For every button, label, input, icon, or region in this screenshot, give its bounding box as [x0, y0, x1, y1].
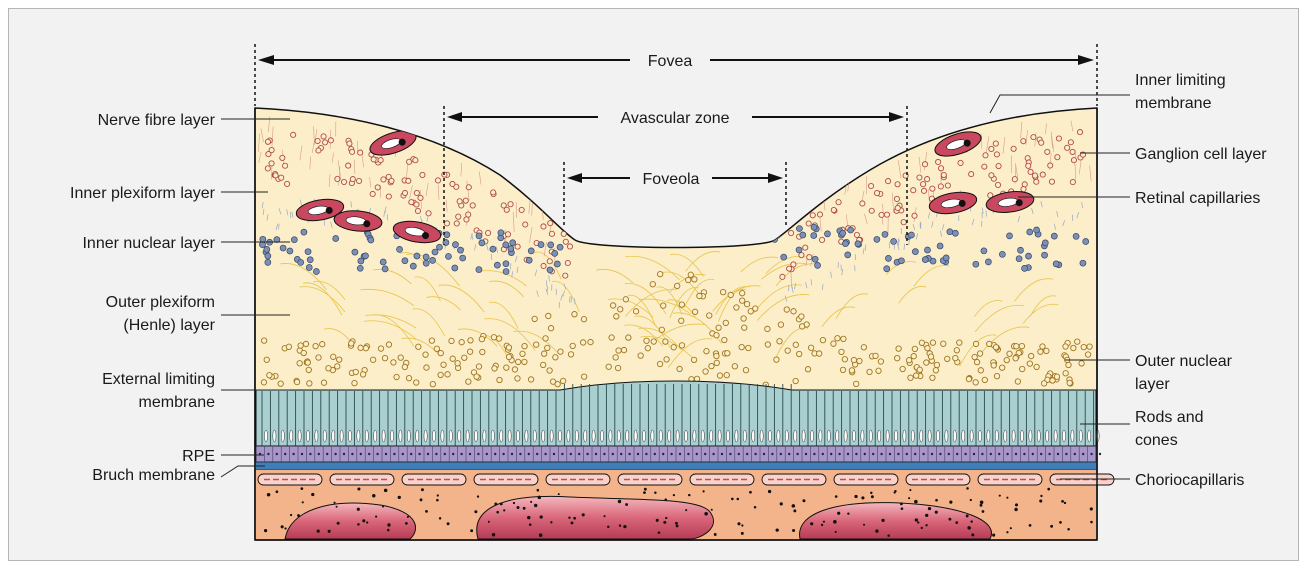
rpe-layer: [256, 446, 1101, 462]
external-limiting-membrane-label-1: External limiting: [102, 371, 215, 388]
inner-limiting-membrane-label-2: membrane: [1135, 95, 1212, 112]
foveola-marker: Foveola: [564, 162, 786, 225]
rods-and-cones-layer: [256, 381, 1099, 446]
inner-limiting-membrane-label-1: Inner limiting: [1135, 72, 1226, 89]
rods-and-cones-label-1: Rods and: [1135, 409, 1204, 426]
bruch-membrane-label: Bruch membrane: [92, 467, 215, 484]
inner-nuclear-layer-label: Inner nuclear layer: [82, 235, 215, 252]
choriocapillaris-label: Choriocapillaris: [1135, 472, 1244, 489]
outer-plexiform-layer-label-2: (Henle) layer: [123, 317, 215, 334]
retinal-capillaries-label: Retinal capillaries: [1135, 190, 1260, 207]
fovea-marker: Fovea: [255, 44, 1097, 106]
ganglion-cell-layer-label: Ganglion cell layer: [1135, 146, 1267, 163]
choroid-layer: [256, 470, 1114, 539]
nerve-fibre-layer-label: Nerve fibre layer: [98, 112, 216, 129]
rpe-label: RPE: [182, 448, 215, 465]
external-limiting-membrane-label-2: membrane: [139, 394, 216, 411]
rods-and-cones-label-2: cones: [1135, 432, 1178, 449]
avascular-zone-label: Avascular zone: [620, 110, 729, 127]
bruch-membrane: [255, 462, 1097, 470]
fovea-label: Fovea: [648, 53, 693, 70]
outer-nuclear-layer-label-1: Outer nuclear: [1135, 353, 1233, 370]
foveola-label: Foveola: [643, 171, 700, 188]
outer-nuclear-layer-label-2: layer: [1135, 376, 1170, 393]
inner-plexiform-layer-label: Inner plexiform layer: [70, 185, 216, 202]
outer-plexiform-layer-label-1: Outer plexiform: [106, 294, 215, 311]
